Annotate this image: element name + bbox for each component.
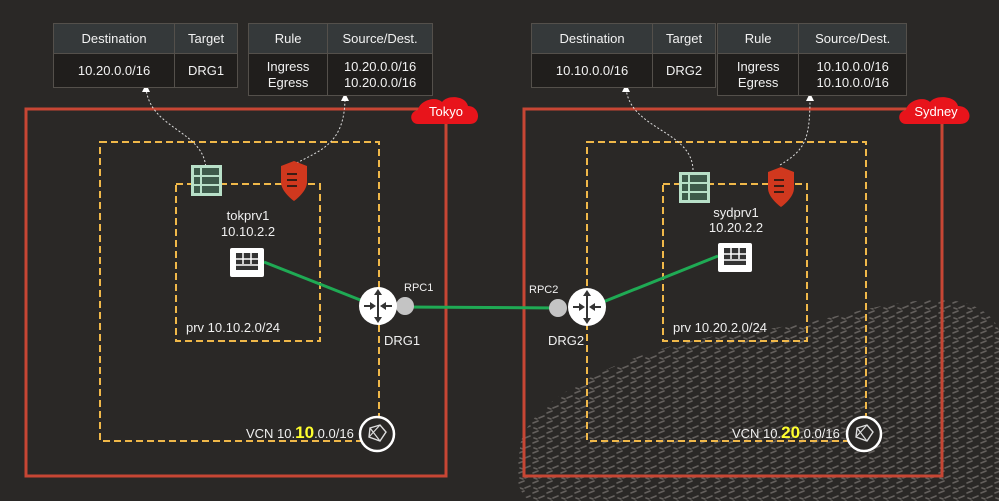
- rule-ingress-cidr: 10.10.0.0/16: [816, 58, 889, 74]
- security-list-icon-sydney: [768, 167, 794, 207]
- vcn-label-suffix: .0.0/16: [800, 426, 840, 441]
- region-box-tokyo: [24, 107, 448, 478]
- drg1-icon: [359, 287, 397, 325]
- route-table-icon-sydney: [679, 172, 710, 203]
- rule-egress: Egress: [267, 74, 309, 90]
- route-table-tokyo: Destination Target 10.20.0.0/16 DRG1: [53, 23, 238, 88]
- connector-security-list-tokyo: [292, 96, 346, 166]
- link-drg2-sydprv1: [587, 254, 719, 310]
- rpc1-label: RPC1: [404, 282, 434, 294]
- route-table-header: Destination: [54, 24, 176, 54]
- security-list-header: Source/Dest.: [798, 24, 906, 54]
- vcn-label-sydney: VCN 10.20.0.0/16: [732, 423, 840, 443]
- route-table-header: Destination: [532, 24, 654, 54]
- security-list-header: Source/Dest.: [327, 24, 432, 54]
- rule-egress: Egress: [737, 74, 779, 90]
- instance-icon-sydprv1: [718, 243, 752, 272]
- route-table-header: Target: [174, 24, 237, 54]
- route-target: DRG1: [188, 62, 225, 78]
- vcn-label-highlight: 10: [295, 423, 315, 442]
- route-table-header: Target: [652, 24, 715, 54]
- vcn-label-suffix: .0.0/16: [314, 426, 354, 441]
- cloud-sydney: [899, 97, 970, 124]
- vcn-label-prefix: VCN 10.: [246, 426, 296, 441]
- background-texture: [517, 300, 999, 501]
- drg1-label: DRG1: [384, 333, 421, 348]
- subnet-label-sydney: prv 10.20.2.0/24: [673, 320, 767, 335]
- region-label-sydney: Sydney: [914, 104, 958, 119]
- vcn-box-tokyo: [99, 141, 380, 442]
- subnet-box-sydney: [662, 183, 808, 342]
- instance-icon-tokprv1: [230, 248, 264, 277]
- drg2-label: DRG2: [548, 333, 585, 348]
- route-destination: 10.20.0.0/16: [54, 53, 176, 87]
- vcn-label-highlight: 20: [781, 423, 801, 442]
- rule-ingress: Ingress: [736, 58, 780, 74]
- region-label-tokyo: Tokyo: [429, 104, 463, 119]
- route-destination: 10.10.0.0/16: [532, 53, 654, 87]
- rule-egress-cidr: 10.20.0.0/16: [343, 74, 417, 90]
- route-table-icon-tokyo: [191, 165, 222, 196]
- security-list-header: Rule: [249, 24, 329, 54]
- route-target: DRG2: [666, 62, 703, 78]
- security-list-icon-tokyo: [281, 161, 307, 201]
- subnet-label-tokyo: prv 10.10.2.0/24: [186, 320, 280, 335]
- vcn-label-tokyo: VCN 10.10.0.0/16: [246, 423, 354, 443]
- link-rpc-peering: [403, 305, 561, 310]
- cloud-tokyo: [411, 97, 479, 124]
- vcn-label-prefix: VCN 10.: [732, 426, 782, 441]
- region-box-sydney: [522, 107, 944, 478]
- rule-ingress-cidr: 10.20.0.0/16: [343, 58, 417, 74]
- vcn-icon-sydney: [845, 415, 883, 453]
- connector-route-table-tokyo: [145, 87, 207, 171]
- drg2-icon: [568, 288, 606, 326]
- route-table-sydney: Destination Target 10.10.0.0/16 DRG2: [531, 23, 716, 88]
- instance-name-tokprv1: tokprv1: [226, 208, 270, 223]
- rpc2-label: RPC2: [529, 284, 559, 296]
- instance-name-sydprv1: sydprv1: [713, 205, 759, 220]
- subnet-box-tokyo: [175, 183, 321, 342]
- rpc2-icon: [549, 299, 567, 317]
- rule-ingress: Ingress: [266, 58, 310, 74]
- rule-egress-cidr: 10.10.0.0/16: [816, 74, 889, 90]
- security-list-header: Rule: [718, 24, 800, 54]
- connector-route-table-sydney: [625, 87, 694, 171]
- instance-ip-sydprv1: 10.20.2.2: [708, 220, 764, 235]
- connector-security-list-sydney: [779, 96, 811, 166]
- vcn-icon-tokyo: [358, 415, 396, 453]
- rpc1-icon: [396, 297, 414, 315]
- instance-ip-tokprv1: 10.10.2.2: [220, 224, 276, 239]
- link-tokprv1-drg1: [263, 260, 379, 309]
